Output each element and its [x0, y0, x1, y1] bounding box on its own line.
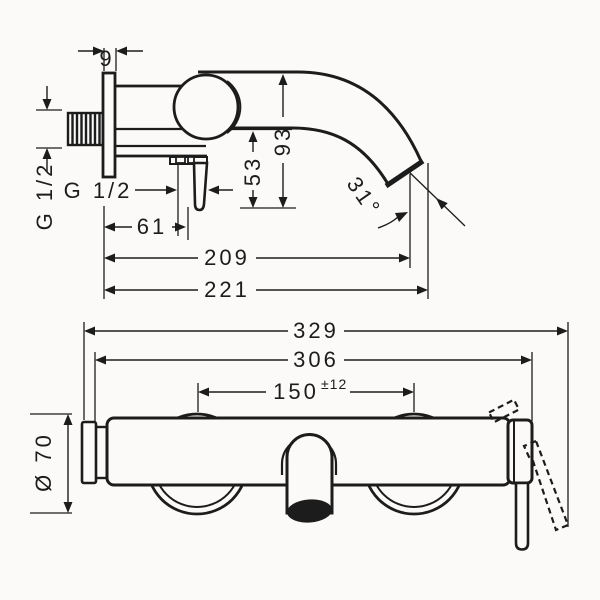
dim-body-width: 306	[95, 347, 532, 372]
handle-cap-arc	[226, 80, 242, 134]
handle-knob	[172, 73, 240, 141]
spout-outline	[198, 70, 423, 185]
dim-spout-height-label: 93	[270, 126, 295, 156]
side-view: 9 G 1/2 G 1/2 61 209	[32, 46, 466, 302]
dim-overall-depth-label: 221	[204, 277, 250, 302]
dim-outlet-thread-label: G 1/2	[64, 178, 133, 203]
wall-plate	[101, 71, 117, 179]
dim-plate-thickness: 9	[78, 46, 143, 71]
spout-outlet-opening	[287, 499, 332, 523]
dim-outlet-thread: G 1/2	[64, 178, 233, 203]
front-view: 329 306 150 ±12	[30, 318, 570, 551]
dim-overall-width-label: 329	[293, 318, 339, 343]
thread-hatching	[71, 114, 101, 144]
lever-bracket-notches	[175, 156, 195, 164]
dim-connection-centers-label: 150	[273, 379, 319, 404]
dim-spout-reach: 209	[104, 245, 410, 270]
lever-swung-rod-dashed	[522, 439, 570, 532]
dim-spout-height: 93	[270, 74, 295, 208]
dim-spout-angle-label: 31°	[342, 172, 387, 221]
dim-wall-thread-label: G 1/2	[32, 162, 57, 231]
lever-swung-cap-dashed	[487, 398, 521, 424]
spout-front-tube	[285, 433, 334, 515]
handle-sleeve	[506, 418, 534, 485]
dim-plate-thickness-label: 9	[99, 46, 114, 71]
dim-outlet-drop-label: 53	[240, 156, 265, 186]
spout-outlet-face	[384, 158, 425, 189]
dim-connection-tolerance-label: ±12	[321, 376, 347, 392]
dim-spout-reach-label: 209	[204, 245, 250, 270]
dim-escutcheon-diameter: Ø 70	[31, 414, 73, 513]
side-extension-lines	[36, 48, 466, 299]
dim-body-width-label: 306	[293, 347, 339, 372]
dim-wall-thread: G 1/2	[32, 86, 57, 230]
left-end-cap	[80, 420, 98, 485]
lever-handle-down	[514, 481, 530, 551]
dim-connection-centers: 150 ±12	[198, 376, 414, 404]
dim-overall-depth: 221	[104, 277, 428, 302]
dim-outlet-offset: 61	[104, 214, 186, 239]
dim-outlet-offset-label: 61	[137, 214, 167, 239]
dim-outlet-drop: 53	[240, 131, 265, 208]
outlet-union-rod	[192, 161, 209, 212]
dim-overall-width: 329	[84, 318, 568, 343]
dim-escutcheon-diameter-label: Ø 70	[31, 432, 56, 492]
front-extension-lines	[30, 322, 569, 527]
